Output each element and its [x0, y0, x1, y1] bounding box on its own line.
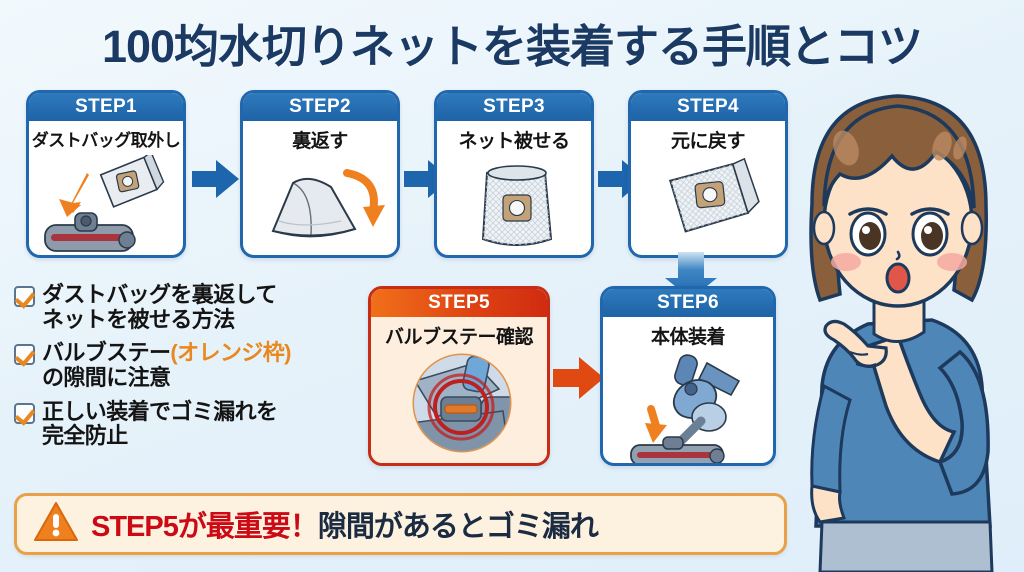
checklist-item-1-line2: ネットを被せる方法	[42, 306, 235, 332]
checklist-item-2-highlight: (オレンジ枠)	[170, 340, 291, 366]
step-art-4-bag-restored	[631, 155, 785, 251]
step-badge-1: STEP1	[29, 93, 183, 121]
checklist-item-1-text: ダストバッグを裏返して ネットを被せる方法	[42, 282, 277, 332]
warning-triangle-icon	[33, 501, 79, 548]
step-art-6-cordless-vacuum-attach	[603, 351, 773, 463]
warning-emphasis: STEP5が最重要！	[91, 511, 319, 543]
step-label-4: 元に戻す	[670, 131, 746, 152]
step-card-6[interactable]: STEP6 本体装着	[600, 286, 776, 466]
checklist-item-3-line1: 正しい装着でゴミ漏れを	[42, 398, 278, 424]
step-badge-3: STEP3	[437, 93, 591, 121]
checklist-item-3: 正しい装着でゴミ漏れを 完全防止	[14, 398, 364, 449]
step-label-1: ダストバッグ取外し	[31, 131, 181, 150]
checkbox-checked-icon	[14, 402, 35, 424]
step-card-1[interactable]: STEP1 ダストバッグ取外し	[26, 90, 186, 258]
step-badge-4: STEP4	[631, 93, 785, 121]
step-badge-5: STEP5	[371, 289, 547, 317]
step-label-5: バルブステー確認	[384, 327, 534, 348]
checklist-item-2: バルブステー(オレンジ枠) の隙間に注意	[14, 340, 364, 390]
arrow-step1-to-step2	[192, 158, 240, 200]
step-card-4[interactable]: STEP4 元に戻す	[628, 90, 788, 258]
step-card-5[interactable]: STEP5 バルブステー確認	[368, 286, 550, 466]
warning-rest: 隙間があるとゴミ漏れ	[317, 511, 599, 543]
checklist-item-1: ダストバッグを裏返して ネットを被せる方法	[14, 282, 364, 332]
step-card-3[interactable]: STEP3 ネット被せる	[434, 90, 594, 258]
warning-banner: STEP5が最重要！隙間があるとゴミ漏れ	[14, 493, 787, 555]
checklist-item-3-line2: 完全防止	[42, 423, 128, 449]
step-label-2: 裏返す	[292, 131, 348, 152]
arrow-step5-to-step6	[553, 355, 605, 401]
step-label-6: 本体装着	[650, 327, 726, 348]
checklist-item-2-text: バルブステー(オレンジ枠) の隙間に注意	[42, 340, 291, 390]
step-label-3: ネット被せる	[458, 131, 570, 152]
checklist-item-1-line1: ダストバッグを裏返して	[42, 282, 277, 307]
step-art-1-vacuum-head-with-dustbag	[29, 150, 183, 252]
pointing-girl-illustration	[764, 56, 1024, 572]
checklist-item-2-line1: バルブステー	[42, 340, 171, 366]
step-badge-6: STEP6	[603, 289, 773, 317]
step-art-3-bag-with-net	[437, 155, 591, 251]
page-title: 100均水切りネットを装着する手順とコツ	[101, 21, 923, 72]
checkbox-checked-icon	[14, 286, 35, 307]
checkbox-checked-icon	[14, 344, 35, 366]
step-card-2[interactable]: STEP2 裏返す	[240, 90, 400, 258]
step-art-5-valve-stay-closeup-circled	[371, 351, 547, 459]
checklist: ダストバッグを裏返して ネットを被せる方法 バルブステー(オレンジ枠) の隙間に…	[14, 282, 364, 458]
step-art-2-folded-bag-turning	[243, 155, 397, 251]
warning-text: STEP5が最重要！隙間があるとゴミ漏れ	[91, 503, 599, 545]
checklist-item-3-text: 正しい装着でゴミ漏れを 完全防止	[42, 398, 278, 449]
step-badge-2: STEP2	[243, 93, 397, 121]
checklist-item-2-line2: の隙間に注意	[42, 364, 171, 390]
